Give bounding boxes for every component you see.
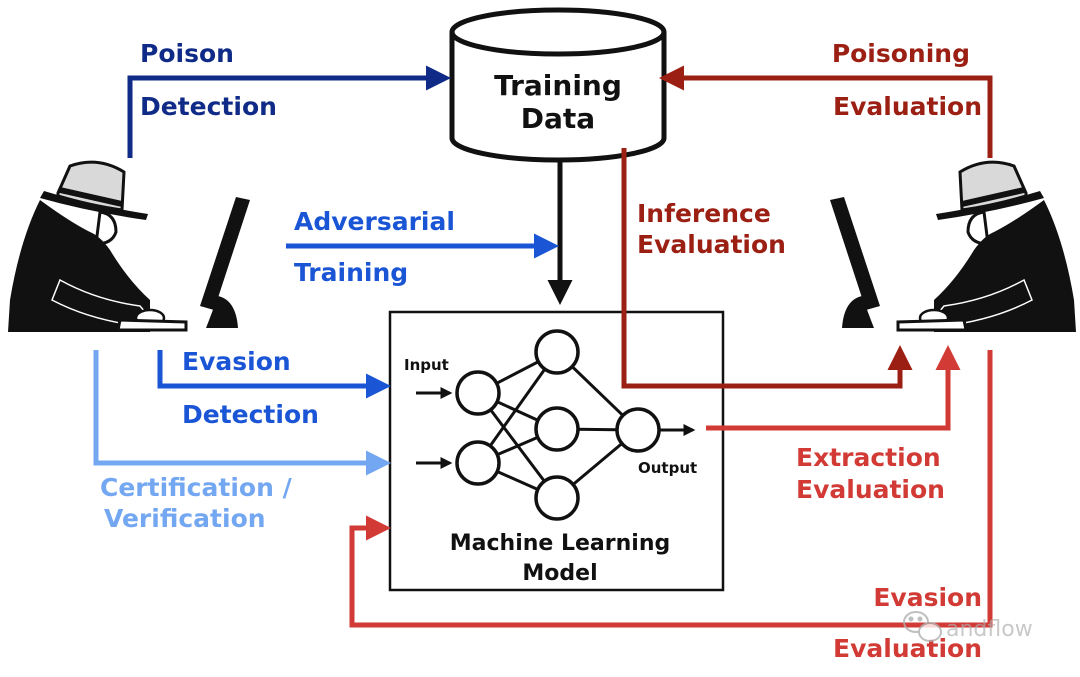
extraction-evaluation-arrow	[706, 345, 961, 431]
certification-label-line1: Certification /	[100, 473, 293, 502]
evasion-evaluation-arrow	[349, 350, 993, 628]
right-hacker-icon	[830, 160, 1076, 332]
wechat-icon	[903, 611, 942, 642]
model-title-line1: Machine Learning	[450, 531, 670, 556]
watermark-text: andflow	[946, 617, 1033, 642]
database-label-line2: Data	[521, 102, 595, 135]
certification-verification-arrow	[93, 350, 391, 476]
poison-detection-label-line1: Poison	[140, 39, 234, 68]
evasion-detection-label-line2: Detection	[182, 400, 319, 429]
inference-evaluation-label-line2: Evaluation	[637, 230, 786, 259]
extraction-evaluation-label-line1: Extraction	[796, 443, 941, 472]
output-label: Output	[638, 459, 697, 477]
poisoning-evaluation-arrow	[659, 65, 993, 158]
watermark: andflow	[903, 611, 1033, 642]
poisoning-evaluation-label-line2: Evaluation	[833, 92, 982, 121]
inference-evaluation-label-line1: Inference	[637, 199, 771, 228]
evasion-detection-label-line1: Evasion	[182, 347, 291, 376]
database-label-line1: Training	[494, 69, 622, 102]
inference-evaluation-arrow	[621, 148, 913, 389]
extraction-evaluation-label-line2: Evaluation	[796, 475, 945, 504]
model-title-line2: Model	[522, 561, 597, 586]
poisoning-evaluation-label-line1: Poisoning	[832, 39, 970, 68]
certification-label-line2: Verification	[104, 504, 266, 533]
neural-network-nodes	[455, 329, 661, 521]
evasion-evaluation-label-line2: Evaluation	[833, 634, 982, 663]
poison-detection-arrow	[127, 65, 451, 158]
left-hacker-icon	[8, 160, 250, 332]
ml-model-box: Input Output Machine Learning Model	[388, 310, 725, 592]
evasion-evaluation-label-line1: Evasion	[873, 583, 982, 612]
poison-detection-label-line2: Detection	[140, 92, 277, 121]
adversarial-training-label-line2: Training	[294, 258, 408, 287]
training-data-database: Training Data	[449, 7, 667, 163]
input-label: Input	[404, 356, 449, 374]
adversarial-training-label-line1: Adversarial	[294, 207, 455, 236]
evasion-detection-arrow	[157, 350, 391, 399]
